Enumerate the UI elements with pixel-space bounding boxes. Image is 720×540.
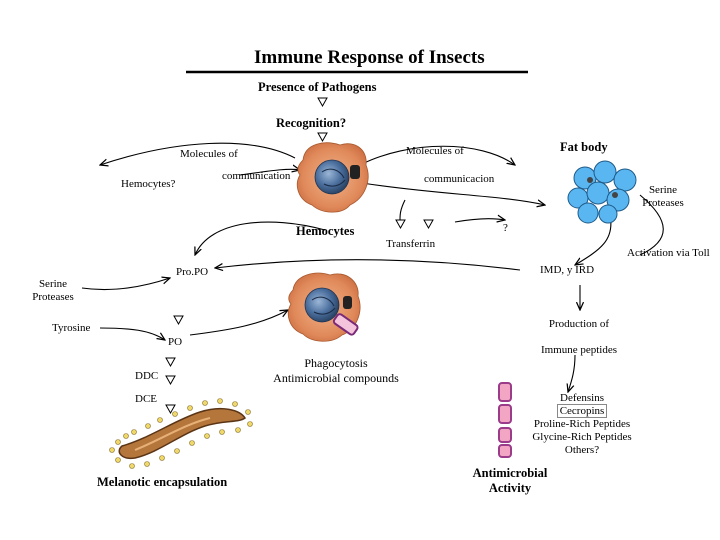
triangle-po-1 bbox=[165, 357, 176, 368]
arrow-question bbox=[454, 219, 505, 222]
imd-label: IMD, y IRD bbox=[540, 264, 595, 276]
arrow-tyrosine bbox=[99, 327, 165, 340]
nucleus-top bbox=[314, 159, 350, 195]
hemocytes-label: Hemocytes bbox=[296, 224, 355, 238]
transferrin-label: Transferrin bbox=[386, 238, 436, 250]
glycine-label: Glycine-Rich Peptides bbox=[532, 431, 632, 443]
cecropins-label: Cecropins bbox=[556, 404, 608, 418]
activation-toll-label: Activation via Toll bbox=[627, 247, 710, 259]
melanotic-label: Melanotic encapsulation bbox=[97, 475, 228, 489]
hemocyte-cell-middle bbox=[287, 272, 361, 342]
antimicrobial-activity-label: Antimicrobial Activity bbox=[462, 466, 558, 496]
arrow-to-propo bbox=[195, 221, 326, 255]
serine-left-1: Serine bbox=[38, 278, 68, 290]
question-label: ? bbox=[503, 222, 508, 234]
phago-2: Antimicrobial compounds bbox=[273, 371, 399, 385]
propo-label: Pro.PO bbox=[176, 266, 209, 278]
triangle-propo bbox=[173, 315, 184, 326]
flow-arrows bbox=[81, 142, 664, 392]
triangle-transferrin-2 bbox=[423, 219, 434, 230]
proline-label: Proline-Rich Peptides bbox=[533, 418, 631, 430]
production-1: Production of bbox=[548, 318, 610, 330]
molecules-right-2: communicacion bbox=[424, 173, 495, 185]
fat-body-label: Fat body bbox=[560, 140, 608, 154]
triangle-presence bbox=[317, 97, 328, 108]
dce-label: DCE bbox=[135, 393, 157, 405]
arrow-imd-to-propo bbox=[215, 259, 521, 270]
arrow-to-hemocytes-q bbox=[100, 142, 296, 165]
engulfed-particle bbox=[332, 313, 359, 336]
defensins-label: Defensins bbox=[560, 392, 604, 404]
hemocytes-q-label: Hemocytes? bbox=[121, 178, 176, 190]
triangle-dce bbox=[165, 404, 176, 415]
triangle-transferrin-1 bbox=[395, 219, 406, 230]
hemocyte-cell-top bbox=[296, 142, 369, 213]
arrow-transferrin bbox=[399, 199, 406, 221]
serine-left-2: Proteases bbox=[32, 291, 74, 303]
molecules-left-1: Molecules of bbox=[180, 148, 238, 160]
arrow-communicacion bbox=[361, 182, 545, 205]
diagram-title: Immune Response of Insects bbox=[254, 47, 485, 68]
ddc-label: DDC bbox=[135, 370, 159, 382]
melanotic-worm bbox=[109, 398, 253, 469]
tyrosine-label: Tyrosine bbox=[52, 322, 91, 334]
production-label: Production of Immune peptides bbox=[536, 318, 622, 357]
triangle-po-2 bbox=[165, 375, 176, 386]
peptide-bars bbox=[498, 382, 512, 458]
presence-label: Presence of Pathogens bbox=[258, 80, 377, 94]
nucleus-middle bbox=[304, 287, 340, 323]
molecules-left-2: communication bbox=[222, 170, 291, 182]
arrow-po-to-cell bbox=[189, 310, 288, 336]
production-2: Immune peptides bbox=[540, 344, 618, 356]
antimicrobial-1: Antimicrobial bbox=[472, 466, 548, 480]
molecules-right-1: Molecules of bbox=[406, 145, 464, 157]
arrow-serine-right bbox=[639, 194, 664, 256]
phago-1: Phagocytosis bbox=[304, 356, 368, 370]
recognition-label: Recognition? bbox=[276, 116, 347, 130]
fat-body-cluster bbox=[567, 160, 637, 224]
others-label: Others? bbox=[564, 444, 600, 456]
serine-right-1: Serine bbox=[648, 184, 678, 196]
arrow-serine-left bbox=[81, 278, 170, 291]
arrow-to-fatbody bbox=[359, 145, 515, 165]
serine-left-label: Serine Proteases bbox=[28, 278, 78, 304]
antimicrobial-2: Activity bbox=[488, 481, 532, 495]
triangle-recognition bbox=[317, 132, 328, 143]
serine-right-2: Proteases bbox=[642, 197, 684, 209]
peptide-list: Defensins Cecropins Proline-Rich Peptide… bbox=[520, 392, 644, 457]
arrow-communication bbox=[239, 169, 300, 176]
phagocytosis-label: Phagocytosis Antimicrobial compounds bbox=[258, 356, 414, 386]
po-label: PO bbox=[168, 336, 183, 348]
arrow-production-down bbox=[568, 354, 576, 392]
serine-right-label: Serine Proteases bbox=[638, 184, 688, 210]
flow-triangles bbox=[165, 97, 434, 415]
